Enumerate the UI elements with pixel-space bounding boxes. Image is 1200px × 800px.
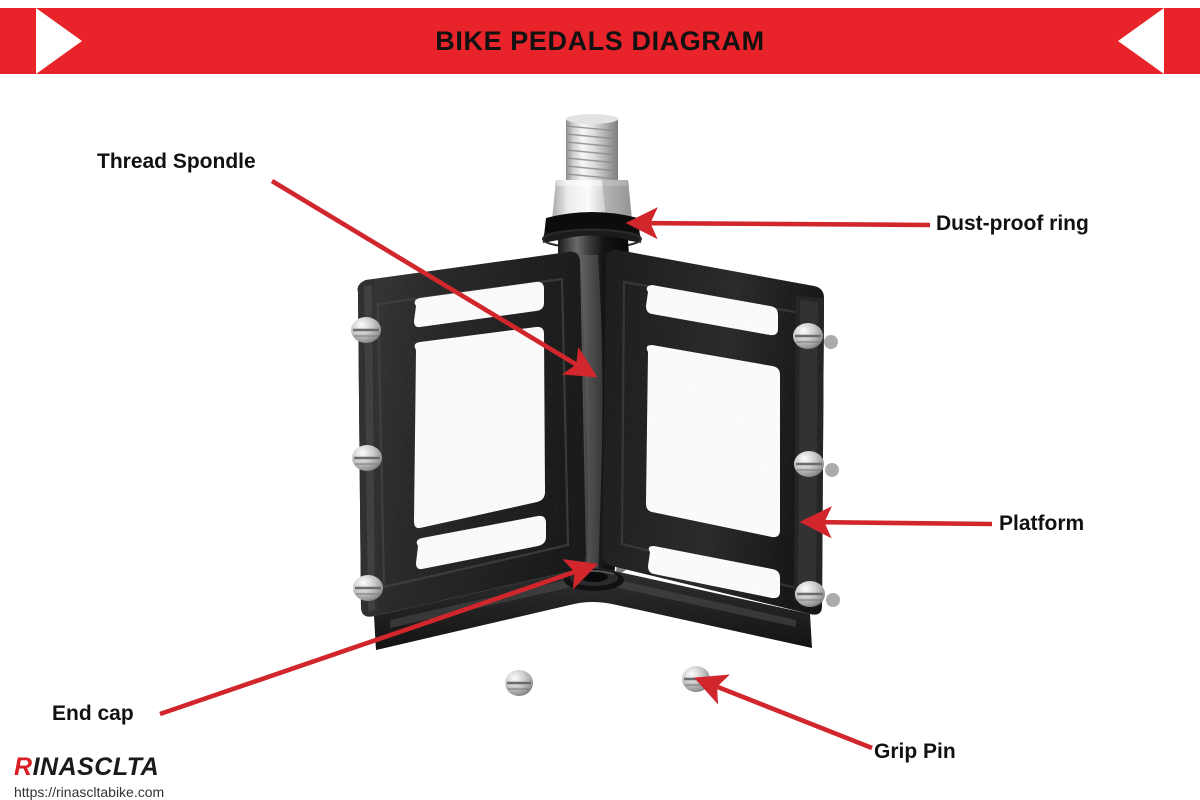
arrow-grip-pin <box>694 674 873 751</box>
arrow-thread-spondle <box>270 179 598 378</box>
label-dust-proof-ring: Dust-proof ring <box>936 212 1089 235</box>
label-thread-spondle: Thread Spondle <box>97 150 256 173</box>
left-platform-wing <box>357 251 586 617</box>
pedal-graphic <box>351 114 840 696</box>
label-end-cap: End cap <box>52 702 134 725</box>
arrow-platform <box>799 506 993 539</box>
logo-initial: R <box>14 753 33 781</box>
grip-pin <box>793 323 838 349</box>
title-banner: BIKE PEDALS DIAGRAM <box>0 8 1200 74</box>
label-grip-pin: Grip Pin <box>874 740 956 763</box>
grip-pin <box>353 575 383 601</box>
grip-pin <box>795 581 840 607</box>
arrow-dust-proof-ring <box>625 207 931 240</box>
banner-background <box>0 8 1200 74</box>
grip-pin <box>352 445 382 471</box>
rinasclta-logo: RINASCLTA <box>14 755 354 780</box>
grip-pin <box>351 317 381 343</box>
label-platform: Platform <box>999 512 1085 535</box>
pedal-illustration <box>330 100 890 700</box>
logo-wordmark: INASCLTA <box>32 753 160 781</box>
grip-pin <box>794 451 839 477</box>
footer-url: https://rinascltabike.com <box>14 784 165 800</box>
page-title: BIKE PEDALS DIAGRAM <box>435 26 765 56</box>
grip-pin <box>505 670 533 696</box>
grip-pins-group <box>351 317 840 696</box>
footer-branding: RINASCLTA https://rinascltabike.com <box>14 755 354 800</box>
arrow-end-cap <box>159 559 599 717</box>
right-platform-wing <box>602 249 824 615</box>
threaded-spindle-graphic <box>552 114 632 220</box>
